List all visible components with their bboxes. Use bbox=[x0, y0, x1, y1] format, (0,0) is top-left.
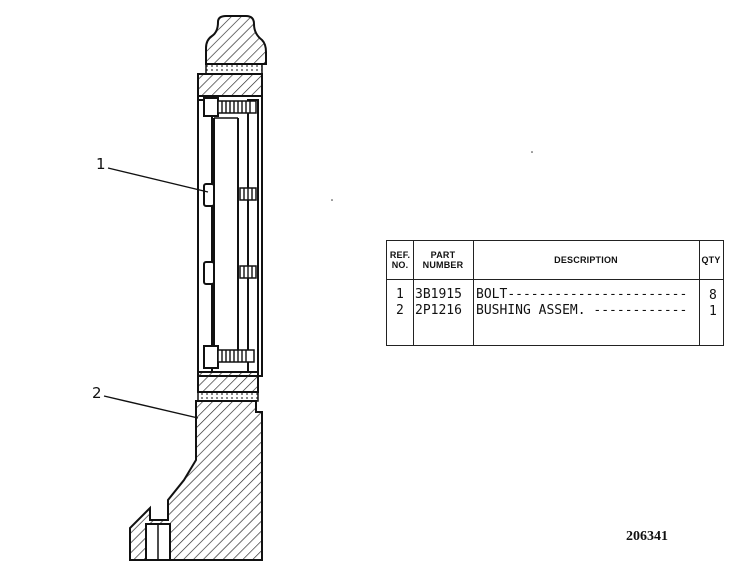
row-2-ref: 2 bbox=[396, 303, 404, 318]
bolt-mid-upper bbox=[203, 183, 257, 207]
left-plate bbox=[197, 99, 213, 373]
bolt-bottom bbox=[203, 345, 255, 369]
leader-line-2 bbox=[103, 395, 199, 419]
bolt-mid-lower bbox=[203, 261, 257, 285]
header-qty: QTY bbox=[701, 255, 721, 265]
base-bracket bbox=[129, 400, 263, 561]
header-part-number: PART NUMBER bbox=[422, 250, 464, 270]
header-description: DESCRIPTION bbox=[554, 255, 618, 265]
lower-gasket bbox=[197, 391, 259, 402]
top-block bbox=[197, 73, 263, 97]
row-2-description: BUSHING ASSEM. ------------------------ bbox=[476, 303, 688, 318]
callout-label-2: 2 bbox=[92, 384, 102, 402]
top-gasket bbox=[205, 63, 263, 75]
table-divider bbox=[473, 241, 474, 345]
row-1-qty: 8 bbox=[709, 288, 717, 303]
bolt-top bbox=[203, 97, 257, 117]
right-plate bbox=[247, 99, 259, 373]
row-1-description: BOLT------------------------------------… bbox=[476, 287, 690, 302]
top-lug bbox=[205, 15, 267, 65]
callout-label-1: 1 bbox=[96, 155, 106, 173]
leader-line-1 bbox=[107, 167, 209, 193]
table-header-divider bbox=[387, 279, 723, 280]
drawing-number: 206341 bbox=[626, 529, 668, 544]
table-divider bbox=[413, 241, 414, 345]
parts-table: REF. NO. PART NUMBER DESCRIPTION QTY 1 3… bbox=[386, 240, 724, 346]
lower-block bbox=[197, 371, 259, 393]
row-2-qty: 1 bbox=[709, 304, 717, 319]
table-divider bbox=[699, 241, 700, 345]
header-ref-no: REF. NO. bbox=[389, 250, 411, 270]
row-2-part: 2P1216 bbox=[415, 303, 462, 318]
row-1-part: 3B1915 bbox=[415, 287, 462, 302]
row-1-ref: 1 bbox=[396, 287, 404, 302]
